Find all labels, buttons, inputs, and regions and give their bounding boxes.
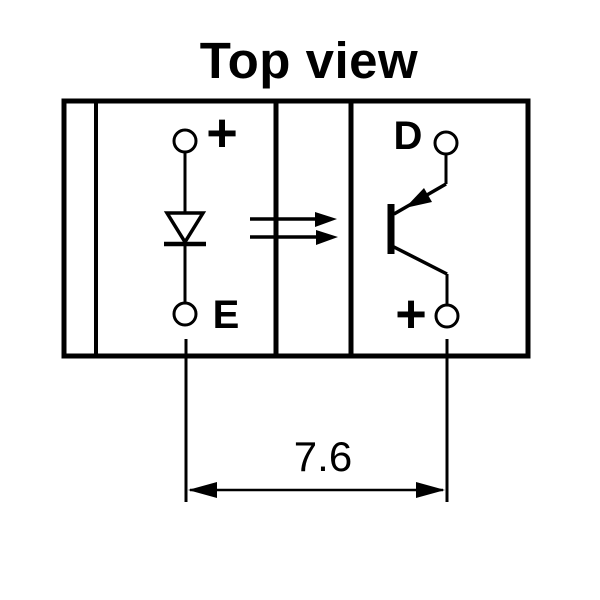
dimension-arrowhead-left [188, 482, 217, 498]
light-arrow-bottom-head [316, 230, 338, 245]
package-body [61, 98, 531, 359]
light-arrow-top-head [315, 212, 337, 227]
transistor-lower-diagonal [391, 244, 448, 276]
led-anode-terminal-circle [172, 128, 198, 154]
transistor-emitter-arrowhead [405, 188, 432, 208]
package-outline-rect [61, 98, 531, 359]
figure-title: Top view [200, 32, 418, 89]
phototransistor-symbol-group: D + [387, 114, 460, 344]
output-plus-terminal-circle [434, 303, 460, 329]
output-drain-terminal-circle [433, 130, 459, 156]
dimension-value: 7.6 [294, 433, 352, 480]
led-cathode-label: E [213, 293, 240, 337]
led-diode-triangle-icon [163, 211, 207, 246]
led-symbol-group: + E [163, 103, 240, 337]
output-drain-label: D [394, 114, 423, 158]
output-plus-label: + [395, 284, 427, 344]
pin-leads-group [184, 339, 449, 502]
led-cathode-terminal-circle [172, 301, 198, 327]
dimension-arrowhead-right [416, 482, 445, 498]
dimension-annotation: 7.6 [188, 433, 445, 498]
led-anode-plus-label: + [206, 103, 238, 163]
light-emission-arrows-icon [250, 212, 338, 245]
